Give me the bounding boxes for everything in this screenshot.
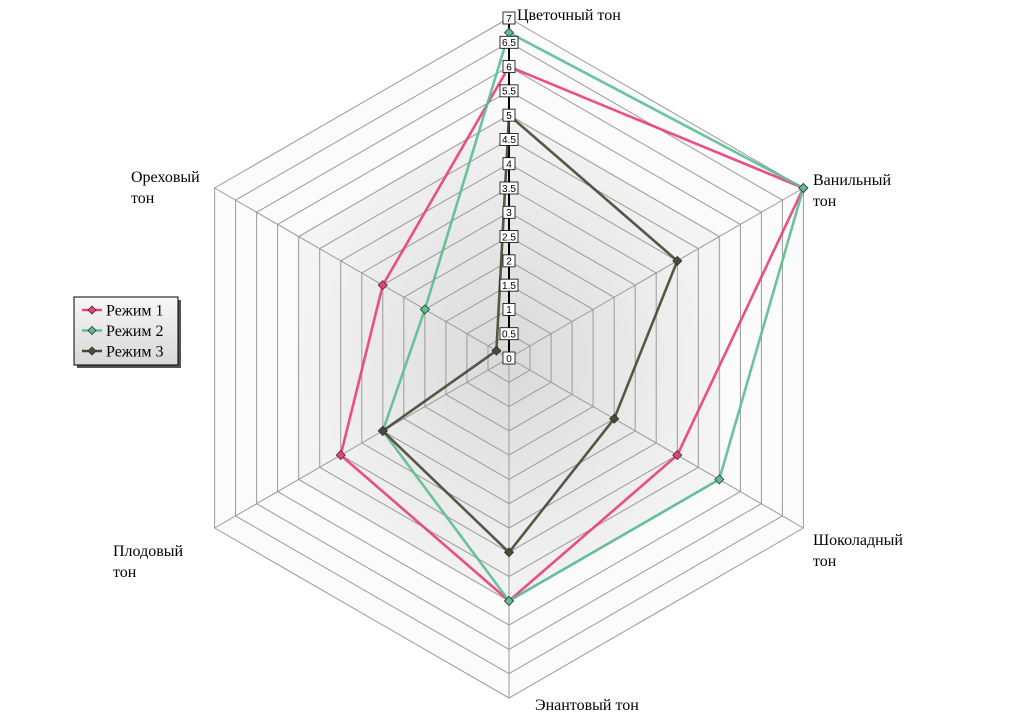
tick-box <box>502 205 516 219</box>
tick-label: 6 <box>506 62 512 73</box>
legend-entry: Режим 3 <box>106 344 164 361</box>
axis-spoke <box>508 187 804 359</box>
series-marker <box>672 450 683 461</box>
tick-label: 1 <box>506 305 512 316</box>
tick-labels: 0 0.5 1 1.5 2 2.5 3 3.5 4 4.5 5 5.5 6 6.5 7 <box>499 11 519 365</box>
tick-label: 0.5 <box>502 330 516 341</box>
tick-label: 5.5 <box>502 87 516 98</box>
tick-label: 5 <box>506 111 512 122</box>
legend-swatch-marker <box>87 346 97 356</box>
axis-label: Ореховый <box>131 169 200 186</box>
legend-swatch-marker <box>87 305 97 315</box>
series-marker <box>609 413 620 424</box>
tick-label: 4 <box>506 160 512 171</box>
tick-label: 1.5 <box>502 281 516 292</box>
axis-label: Энантовый тон <box>535 697 639 714</box>
axis-label: тон <box>113 564 137 581</box>
tick-box <box>499 278 519 292</box>
axis-label: Плодовый <box>113 543 184 560</box>
axis-spoke <box>508 357 804 529</box>
axis-label: Шоколадный <box>813 532 903 549</box>
tick-box <box>502 108 516 122</box>
tick-box <box>502 351 516 365</box>
tick-box <box>499 133 519 146</box>
series-marker <box>335 450 346 461</box>
tick-label: 3.5 <box>502 184 516 195</box>
radar-axes <box>214 18 804 698</box>
tick-box <box>499 327 519 341</box>
legend-swatch-marker <box>87 325 97 336</box>
tick-label: 3 <box>506 208 512 219</box>
axis-label: тон <box>813 193 837 210</box>
tick-label: 6.5 <box>502 38 516 49</box>
series-marker <box>503 547 515 558</box>
series-marker <box>672 255 683 266</box>
axis-label: Цветочный тон <box>517 7 621 24</box>
legend-entry: Режим 1 <box>106 303 164 320</box>
tick-box <box>502 254 516 268</box>
axis-label: тон <box>131 190 155 207</box>
series-marker <box>503 595 515 606</box>
tick-box <box>502 157 516 171</box>
axis-label: тон <box>813 553 837 570</box>
tick-box <box>499 84 519 98</box>
tick-box <box>499 181 519 195</box>
tick-box <box>499 35 519 49</box>
axis-spoke <box>214 357 510 529</box>
legend-entry: Режим 2 <box>106 323 164 340</box>
series-layer <box>335 27 809 606</box>
tick-label: 7 <box>506 14 512 25</box>
series-marker <box>377 280 388 291</box>
axis-label: Ванильный <box>813 172 891 189</box>
series-marker <box>491 345 502 356</box>
legend: Режим 1 Режим 2 Режим 3 <box>73 296 181 368</box>
tick-box <box>502 11 516 25</box>
tick-box <box>502 303 516 316</box>
tick-box <box>502 60 516 73</box>
tick-label: 0 <box>506 354 512 365</box>
axis-spoke <box>214 187 510 359</box>
series-marker <box>419 304 430 315</box>
axis-labels: Цветочный тонВанильныйтонШоколадныйтонЭн… <box>113 7 903 714</box>
tick-box <box>499 230 519 243</box>
series-marker <box>714 474 725 485</box>
tick-label: 2.5 <box>502 232 516 243</box>
series-marker <box>377 425 388 436</box>
tick-label: 4.5 <box>502 135 516 146</box>
series-marker <box>798 182 809 194</box>
tick-label: 2 <box>506 257 512 268</box>
